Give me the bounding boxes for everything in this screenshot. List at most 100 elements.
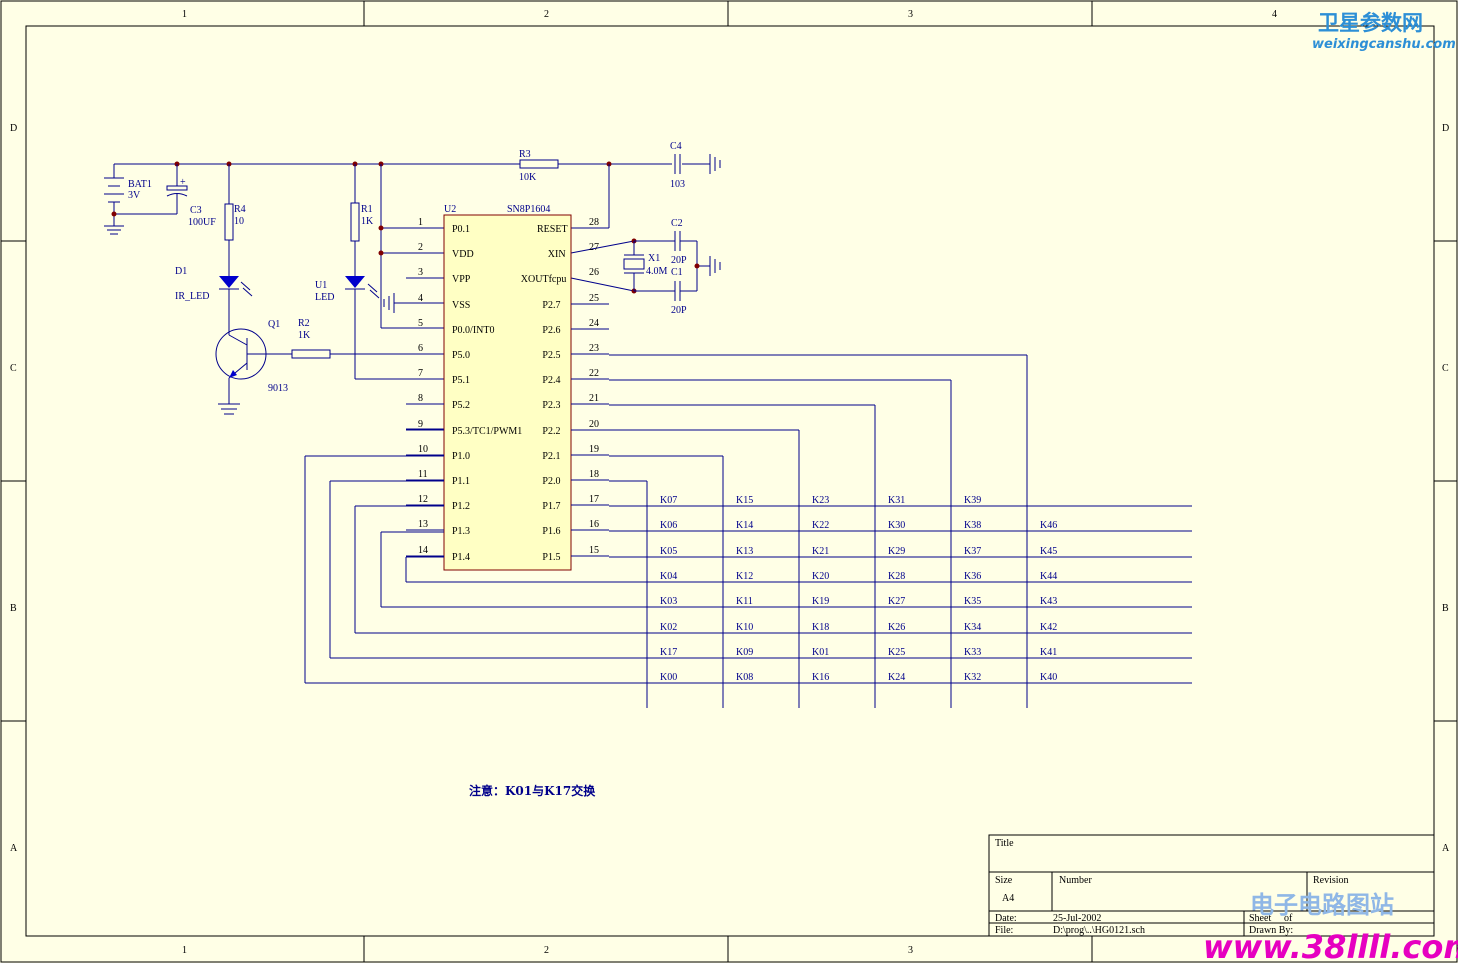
u1-value: LED bbox=[315, 292, 334, 303]
key-label: K33 bbox=[964, 647, 981, 658]
watermark-bottom-cn: 电子电路图站 bbox=[1250, 890, 1394, 919]
col-label-bottom: 1 bbox=[182, 945, 187, 956]
col-label-top: 1 bbox=[182, 9, 187, 20]
row-label-left: A bbox=[10, 843, 18, 854]
date-value: 25-Jul-2002 bbox=[1053, 913, 1101, 924]
chip-u2: U2 SN8P1604 bbox=[443, 204, 572, 571]
key-label: K38 bbox=[964, 520, 981, 531]
chip-pin-number: 6 bbox=[418, 343, 423, 354]
chip-pin-number: 14 bbox=[418, 545, 428, 556]
led-u1: U1 LED bbox=[315, 276, 444, 380]
key-label: K03 bbox=[660, 596, 677, 607]
chip-pin-name: P5.3/TC1/PWM1 bbox=[452, 426, 522, 437]
size-value: A4 bbox=[1002, 893, 1014, 904]
key-label: K19 bbox=[812, 596, 829, 607]
chip-pin-name: P2.5 bbox=[542, 350, 560, 361]
key-label: K20 bbox=[812, 571, 829, 582]
chip-pin-number: 9 bbox=[418, 419, 423, 430]
chip-pin-number: 24 bbox=[589, 318, 599, 329]
key-label: K27 bbox=[888, 596, 905, 607]
key-label: K11 bbox=[736, 596, 753, 607]
row-label-left: B bbox=[10, 603, 17, 614]
key-label: K22 bbox=[812, 520, 829, 531]
c4-ref: C4 bbox=[670, 141, 682, 152]
u2-ref: U2 bbox=[444, 204, 456, 215]
chip-pin-name: P1.7 bbox=[542, 501, 560, 512]
key-label: K31 bbox=[888, 495, 905, 506]
row-label-right: A bbox=[1442, 843, 1450, 854]
r2-ref: R2 bbox=[298, 318, 310, 329]
key-label: K40 bbox=[1040, 672, 1057, 683]
title-block: Title Size A4 Number Revision Date: 25-J… bbox=[988, 834, 1435, 937]
chip-power-wiring bbox=[378, 164, 444, 430]
key-label: K35 bbox=[964, 596, 981, 607]
row-label-right: C bbox=[1442, 363, 1449, 374]
key-label: K28 bbox=[888, 571, 905, 582]
x1-value: 4.0M bbox=[646, 266, 668, 277]
chip-pin-number: 15 bbox=[589, 545, 599, 556]
r4-value: 10 bbox=[234, 216, 244, 227]
chip-pin-number: 17 bbox=[589, 494, 599, 505]
key-label: K26 bbox=[888, 622, 905, 633]
c3-value: 100UF bbox=[188, 217, 216, 228]
chip-pin-number: 13 bbox=[418, 519, 428, 530]
row-label-left: C bbox=[10, 363, 17, 374]
key-label: K14 bbox=[736, 520, 753, 531]
key-label: K16 bbox=[812, 672, 829, 683]
q1-value: 9013 bbox=[268, 383, 288, 394]
key-label: K10 bbox=[736, 622, 753, 633]
watermark-top-cn: 卫星参数网 bbox=[1318, 11, 1423, 35]
number-label: Number bbox=[1059, 875, 1092, 886]
key-label: K06 bbox=[660, 520, 677, 531]
col-label-top: 2 bbox=[544, 9, 549, 20]
col-label-bottom: 2 bbox=[544, 945, 549, 956]
c1-ref: C1 bbox=[671, 267, 683, 278]
c3-ref: C3 bbox=[190, 205, 202, 216]
chip-pin-name: P2.6 bbox=[542, 325, 560, 336]
r3-ref: R3 bbox=[519, 149, 531, 160]
r4-ref: R4 bbox=[234, 204, 246, 215]
chip-pin-name: P0.1 bbox=[452, 224, 470, 235]
size-label: Size bbox=[995, 875, 1013, 886]
capacitor-c4: C4 103 bbox=[670, 141, 721, 190]
d1-value: IR_LED bbox=[175, 291, 209, 302]
chip-pin-number: 10 bbox=[418, 444, 428, 455]
chip-pin-number: 8 bbox=[418, 393, 423, 404]
r1-value: 1K bbox=[361, 216, 374, 227]
watermark-bottom-en: www.38llll.com bbox=[1203, 928, 1458, 963]
sheet-label: Sheet bbox=[1249, 913, 1271, 924]
row-label-right: B bbox=[1442, 603, 1449, 614]
chip-pin-name: P5.0 bbox=[452, 350, 470, 361]
swap-note: 注意：K01与K17交换 bbox=[469, 783, 596, 798]
d1-ref: D1 bbox=[175, 266, 187, 277]
battery-bat1: BAT1 3V bbox=[104, 164, 177, 235]
key-label: K44 bbox=[1040, 571, 1057, 582]
chip-pin-number: 28 bbox=[589, 217, 599, 228]
chip-pin-number: 19 bbox=[589, 444, 599, 455]
chip-pin-name: XIN bbox=[548, 249, 566, 260]
r2-value: 1K bbox=[298, 330, 311, 341]
drawn-by-label: Drawn By: bbox=[1249, 925, 1293, 936]
transistor-q1: Q1 9013 bbox=[215, 319, 292, 415]
key-label: K37 bbox=[964, 546, 981, 557]
key-label: K07 bbox=[660, 495, 677, 506]
chip-pin-name: P1.5 bbox=[542, 552, 560, 563]
bat1-ref: BAT1 bbox=[128, 179, 152, 190]
watermark-top-en: weixingcanshu.com bbox=[1312, 37, 1456, 52]
chip-pin-number: 11 bbox=[418, 469, 428, 480]
key-label: K09 bbox=[736, 647, 753, 658]
key-label: K13 bbox=[736, 546, 753, 557]
crystal-oscillator: X1 4.0M C2 20P C1 20P bbox=[570, 218, 721, 316]
ir-led-d1: D1 IR_LED bbox=[175, 266, 253, 335]
file-value: D:\prog\..\HG0121.sch bbox=[1053, 925, 1145, 936]
key-label: K17 bbox=[660, 647, 677, 658]
chip-pin-name: P5.2 bbox=[452, 400, 470, 411]
chip-pin-number: 27 bbox=[589, 242, 599, 253]
chip-pin-name: P2.2 bbox=[542, 426, 560, 437]
x1-ref: X1 bbox=[648, 253, 660, 264]
chip-pin-number: 3 bbox=[418, 267, 423, 278]
chip-pin-name: P1.4 bbox=[452, 552, 470, 563]
key-label: K15 bbox=[736, 495, 753, 506]
chip-pins: P0.11VDD2VPP3VSS4P0.0/INT05P5.06P5.17P5.… bbox=[406, 217, 609, 563]
